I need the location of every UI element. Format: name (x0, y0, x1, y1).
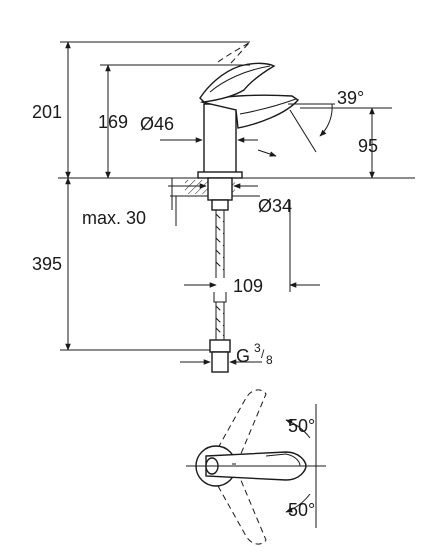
dim-rotation-back: 50° (288, 416, 315, 436)
dim-thread-letter: G (236, 346, 250, 366)
dim-rotation-front: 50° (288, 500, 315, 520)
dim-outlet-height: 95 (358, 136, 378, 156)
dim-hose-length: 395 (32, 254, 62, 274)
dim-thread-numerator: 3 (254, 341, 261, 355)
faucet-top-view (186, 389, 326, 545)
dim-thread-denominator: 8 (266, 353, 273, 367)
dim-spout-diameter: Ø46 (140, 114, 174, 134)
dim-overall-height: 201 (32, 102, 62, 122)
dim-thread-slash: / (261, 347, 265, 361)
dim-max-thickness: max. 30 (82, 208, 146, 228)
dim-spout-height: 169 (98, 112, 128, 132)
dim-spout-reach: 109 (233, 276, 263, 296)
dim-base-diameter: Ø34 (258, 196, 292, 216)
dim-handle-angle: 39° (337, 88, 364, 108)
faucet-side-view (197, 41, 300, 373)
